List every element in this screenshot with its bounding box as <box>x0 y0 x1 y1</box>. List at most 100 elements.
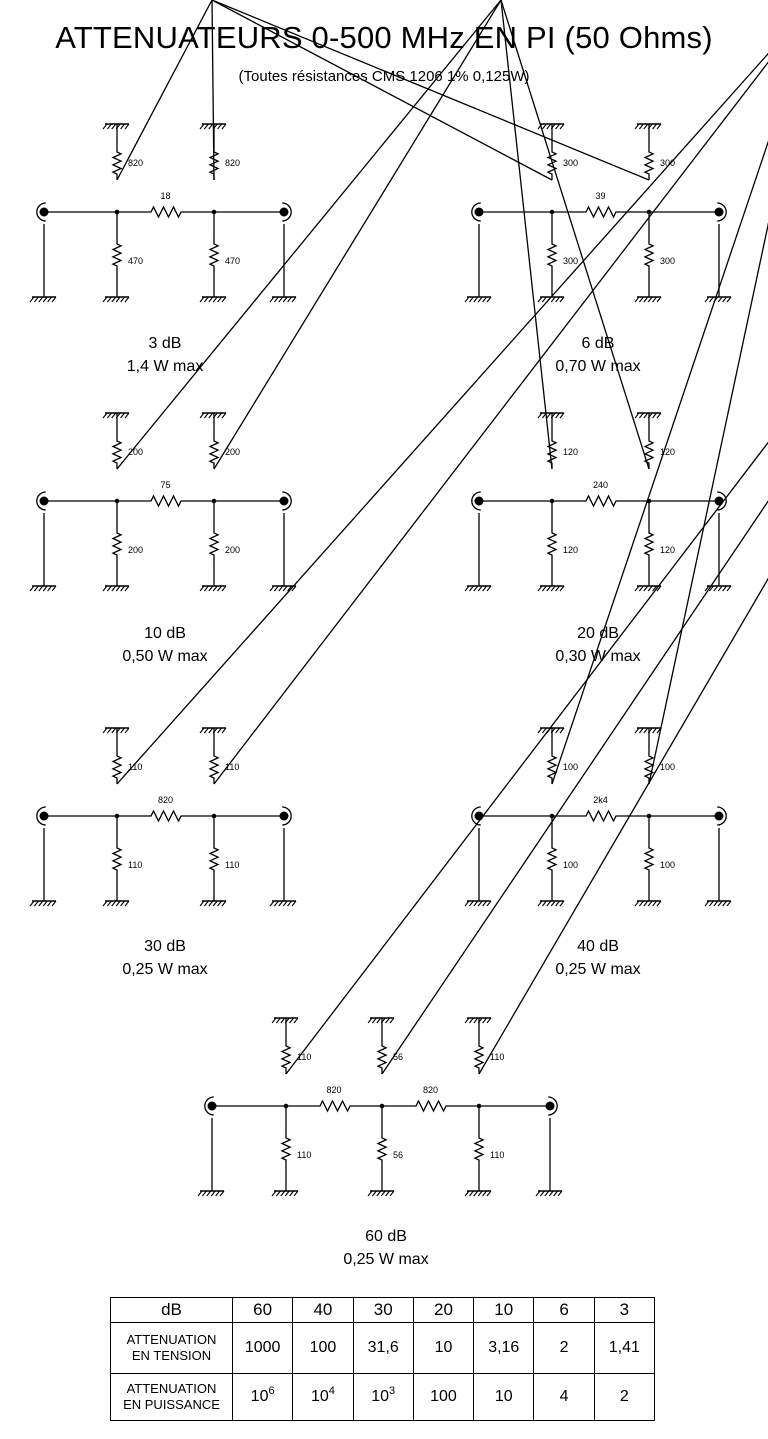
ground-hatch <box>367 1017 373 1024</box>
table-cell: 100 <box>412 1373 475 1421</box>
ground-hatch <box>217 412 223 419</box>
ground-hatch <box>293 1017 299 1024</box>
ground-hatch <box>51 296 57 303</box>
table-cell: 100 <box>292 1322 354 1374</box>
ground-hatch <box>376 1190 382 1197</box>
table-cell: 10 <box>473 1373 535 1421</box>
ground-hatch <box>634 123 640 130</box>
ground-icon <box>102 296 130 303</box>
resistor-symbol <box>376 1132 388 1166</box>
ground-hatch <box>717 585 723 592</box>
ground-hatch <box>47 900 53 907</box>
resistor-symbol <box>208 527 220 561</box>
resistor-symbol <box>643 238 655 272</box>
ground-hatch <box>111 296 117 303</box>
ground-hatch <box>468 1190 474 1197</box>
ground-hatch <box>217 585 223 592</box>
ground-hatch <box>203 900 209 907</box>
coax-shield <box>282 491 292 511</box>
coax-shield <box>282 202 292 222</box>
resistor-symbol <box>111 527 123 561</box>
wire <box>500 0 553 470</box>
ground-hatch <box>199 412 205 419</box>
ground-hatch <box>537 296 543 303</box>
table-header-cell: dB <box>110 1297 233 1323</box>
label-line: ATTENUATION <box>126 1381 217 1396</box>
ground-hatch <box>33 585 39 592</box>
ground-hatch <box>217 123 223 130</box>
ground-hatch <box>726 900 732 907</box>
ground-hatch <box>473 1190 479 1197</box>
ground-hatch <box>652 123 658 130</box>
ground-hatch <box>287 296 293 303</box>
label-line: ATTENUATION <box>126 1332 217 1347</box>
ground-hatch <box>550 585 556 592</box>
resistor-symbol <box>473 1132 485 1166</box>
wire <box>213 0 502 470</box>
ground-hatch <box>550 296 556 303</box>
ground-icon <box>634 296 662 303</box>
ground-icon <box>464 585 492 592</box>
resistor-value-label: 120 <box>563 447 578 457</box>
junction-dot <box>646 813 652 819</box>
ground-hatch <box>124 296 130 303</box>
ground-hatch <box>546 412 552 419</box>
ground-hatch <box>553 1190 559 1197</box>
ground-hatch <box>111 123 117 130</box>
ground-hatch <box>199 585 205 592</box>
resistor-symbol <box>147 205 185 219</box>
ground-hatch <box>559 296 565 303</box>
table-cell: 2 <box>533 1322 595 1374</box>
ground-icon <box>634 727 662 734</box>
ground-icon <box>537 585 565 592</box>
ground-hatch <box>482 296 488 303</box>
caption-db: 10 dB <box>144 625 186 642</box>
table-cell: 106 <box>231 1373 294 1421</box>
ground-icon <box>367 1017 395 1024</box>
label-line: EN TENSION <box>131 1348 212 1363</box>
resistor-symbol <box>147 494 185 508</box>
ground-hatch <box>102 585 108 592</box>
ground-hatch <box>42 585 48 592</box>
resistor-symbol <box>643 435 655 469</box>
ground-hatch <box>704 585 710 592</box>
ground-hatch <box>208 123 214 130</box>
resistor-symbol <box>111 750 123 784</box>
caption-20db: 20 dB 0,30 W max <box>488 622 708 668</box>
ground-hatch <box>643 585 649 592</box>
ground-hatch <box>477 296 483 303</box>
ground-hatch <box>555 727 561 734</box>
wire <box>551 140 768 785</box>
ground-hatch <box>269 296 275 303</box>
ground-hatch <box>708 296 714 303</box>
ground-hatch <box>29 296 35 303</box>
ground-icon <box>29 900 57 907</box>
ground-hatch <box>102 412 108 419</box>
coax-shield <box>36 202 46 222</box>
caption-db: 40 dB <box>577 938 619 955</box>
ground-hatch <box>647 900 653 907</box>
junction-dot <box>283 1103 289 1109</box>
ground-hatch <box>221 123 227 130</box>
ground-icon <box>199 900 227 907</box>
ground-hatch <box>221 296 227 303</box>
schematics: 1882047082047039300300300300752002002002… <box>29 0 768 1197</box>
ground-hatch <box>638 123 644 130</box>
ground-hatch <box>555 296 561 303</box>
ground-hatch <box>278 900 284 907</box>
resistor-symbol <box>546 435 558 469</box>
ground-hatch <box>219 1190 225 1197</box>
resistor-symbol <box>643 146 655 180</box>
table-cell: 4 <box>533 1373 595 1421</box>
caption-db: 30 dB <box>144 938 186 955</box>
ground-hatch <box>212 585 218 592</box>
ground-hatch <box>106 123 112 130</box>
ground-hatch <box>106 412 112 419</box>
ground-hatch <box>634 900 640 907</box>
ground-hatch <box>385 1017 391 1024</box>
ground-hatch <box>291 585 297 592</box>
ground-hatch <box>726 585 732 592</box>
